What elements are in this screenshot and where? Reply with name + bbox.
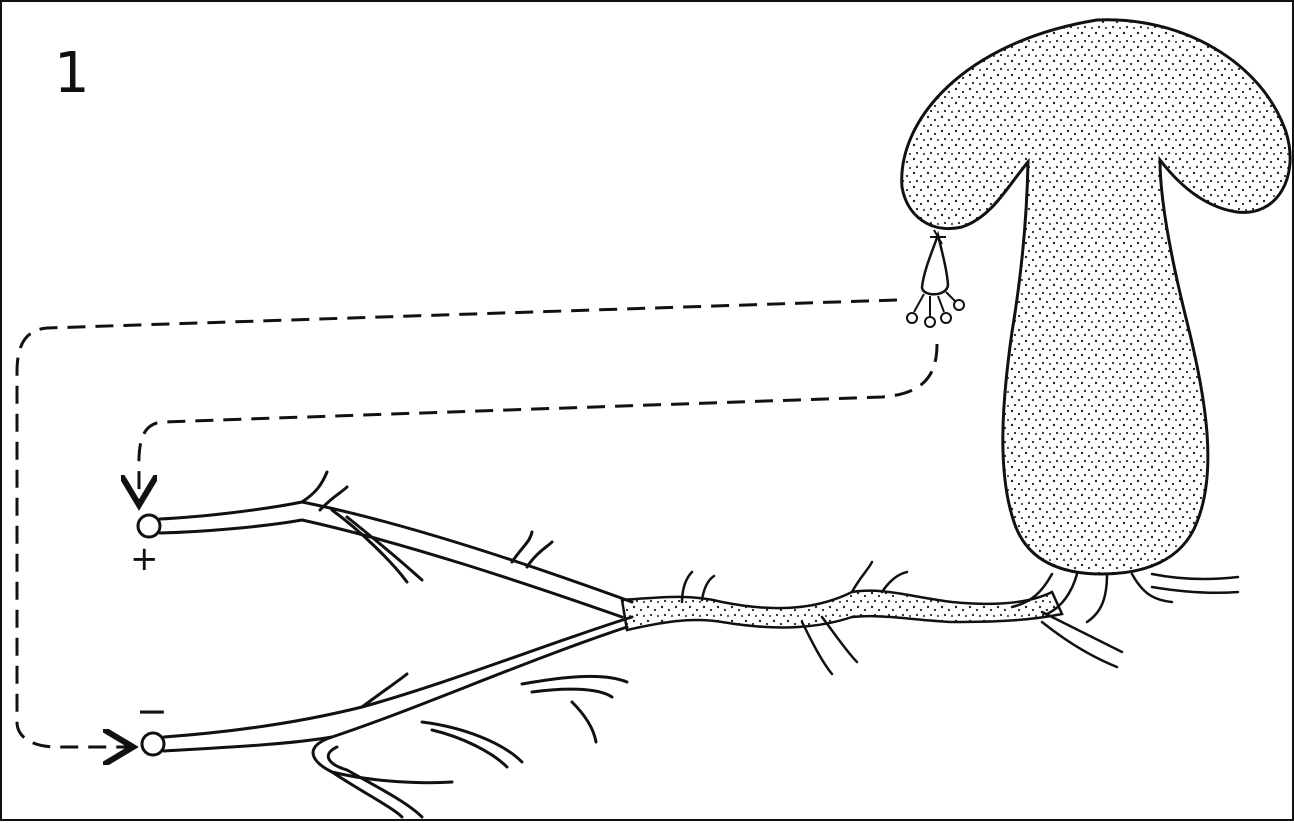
dashed-arrow-to-plus-spore <box>139 344 937 502</box>
minus-spore <box>142 733 164 755</box>
secondary-mycelium <box>622 562 1122 674</box>
mushroom-cap-and-stem <box>902 20 1290 574</box>
basidium <box>922 235 948 294</box>
mushroom-fruiting-body <box>902 20 1290 622</box>
dikaryotic-hypha <box>622 591 1062 630</box>
minus-mycelium <box>142 617 632 817</box>
spore <box>925 317 935 327</box>
plus-spore <box>138 515 160 537</box>
spore <box>907 313 917 323</box>
spore <box>941 313 951 323</box>
plus-mycelium <box>138 472 632 617</box>
basidium-with-spores <box>907 230 964 327</box>
plus-mating-type-label: + <box>130 542 159 576</box>
minus-mating-type-label: − <box>136 692 168 730</box>
